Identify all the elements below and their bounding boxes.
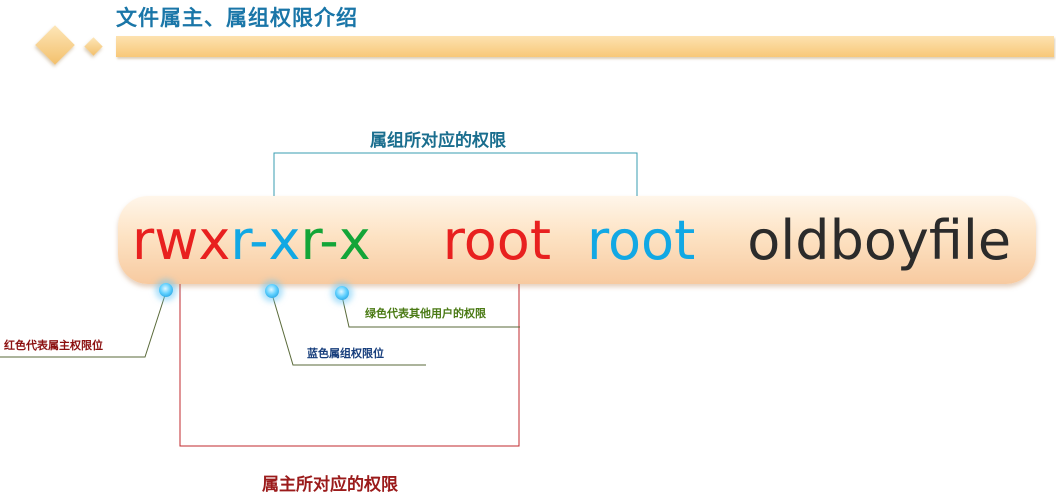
- red-callout-line: [0, 291, 167, 358]
- other-permissions: r-x: [300, 209, 371, 272]
- owner-dot-marker: [159, 283, 173, 297]
- page-title: 文件属主、属组权限介绍: [116, 5, 358, 30]
- owner-permissions: rwx: [132, 209, 231, 272]
- red-callout-label: 红色代表属主权限位: [4, 339, 103, 352]
- permission-band: [118, 196, 1036, 284]
- green-callout-label: 绿色代表其他用户的权限: [365, 307, 486, 320]
- group-bracket-label: 属组所对应的权限: [370, 131, 506, 151]
- blue-callout-label: 蓝色属组权限位: [307, 347, 384, 360]
- owner-bracket-label: 属主所对应的权限: [262, 475, 398, 495]
- owner-bracket: [179, 284, 520, 447]
- other-dot-marker: [335, 286, 349, 300]
- group-permissions: r-x: [230, 209, 301, 272]
- owner-name: root: [442, 209, 551, 272]
- group-name: root: [587, 209, 696, 272]
- blue-callout-line: [271, 293, 426, 366]
- header-bar: [116, 36, 1054, 57]
- group-bracket: [273, 152, 638, 198]
- green-callout-line: [341, 295, 520, 328]
- group-dot-marker: [265, 284, 279, 298]
- file-name: oldboyfile: [747, 209, 1012, 272]
